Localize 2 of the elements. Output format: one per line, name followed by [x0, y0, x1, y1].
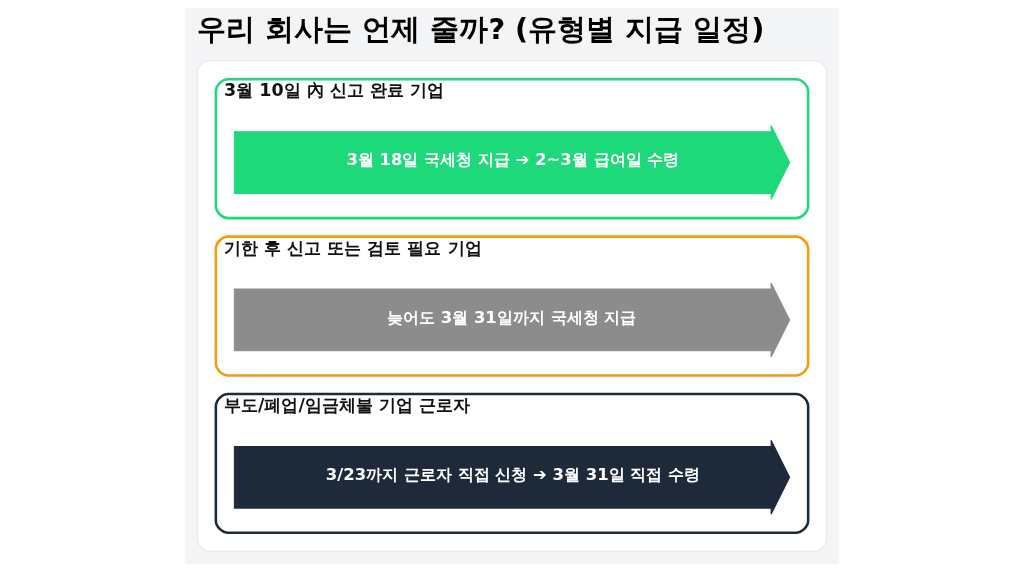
cluster [196, 60, 828, 552]
diagram-title: 우리 회사는 언제 줄까? (유형별 지급 일정) [197, 11, 765, 46]
